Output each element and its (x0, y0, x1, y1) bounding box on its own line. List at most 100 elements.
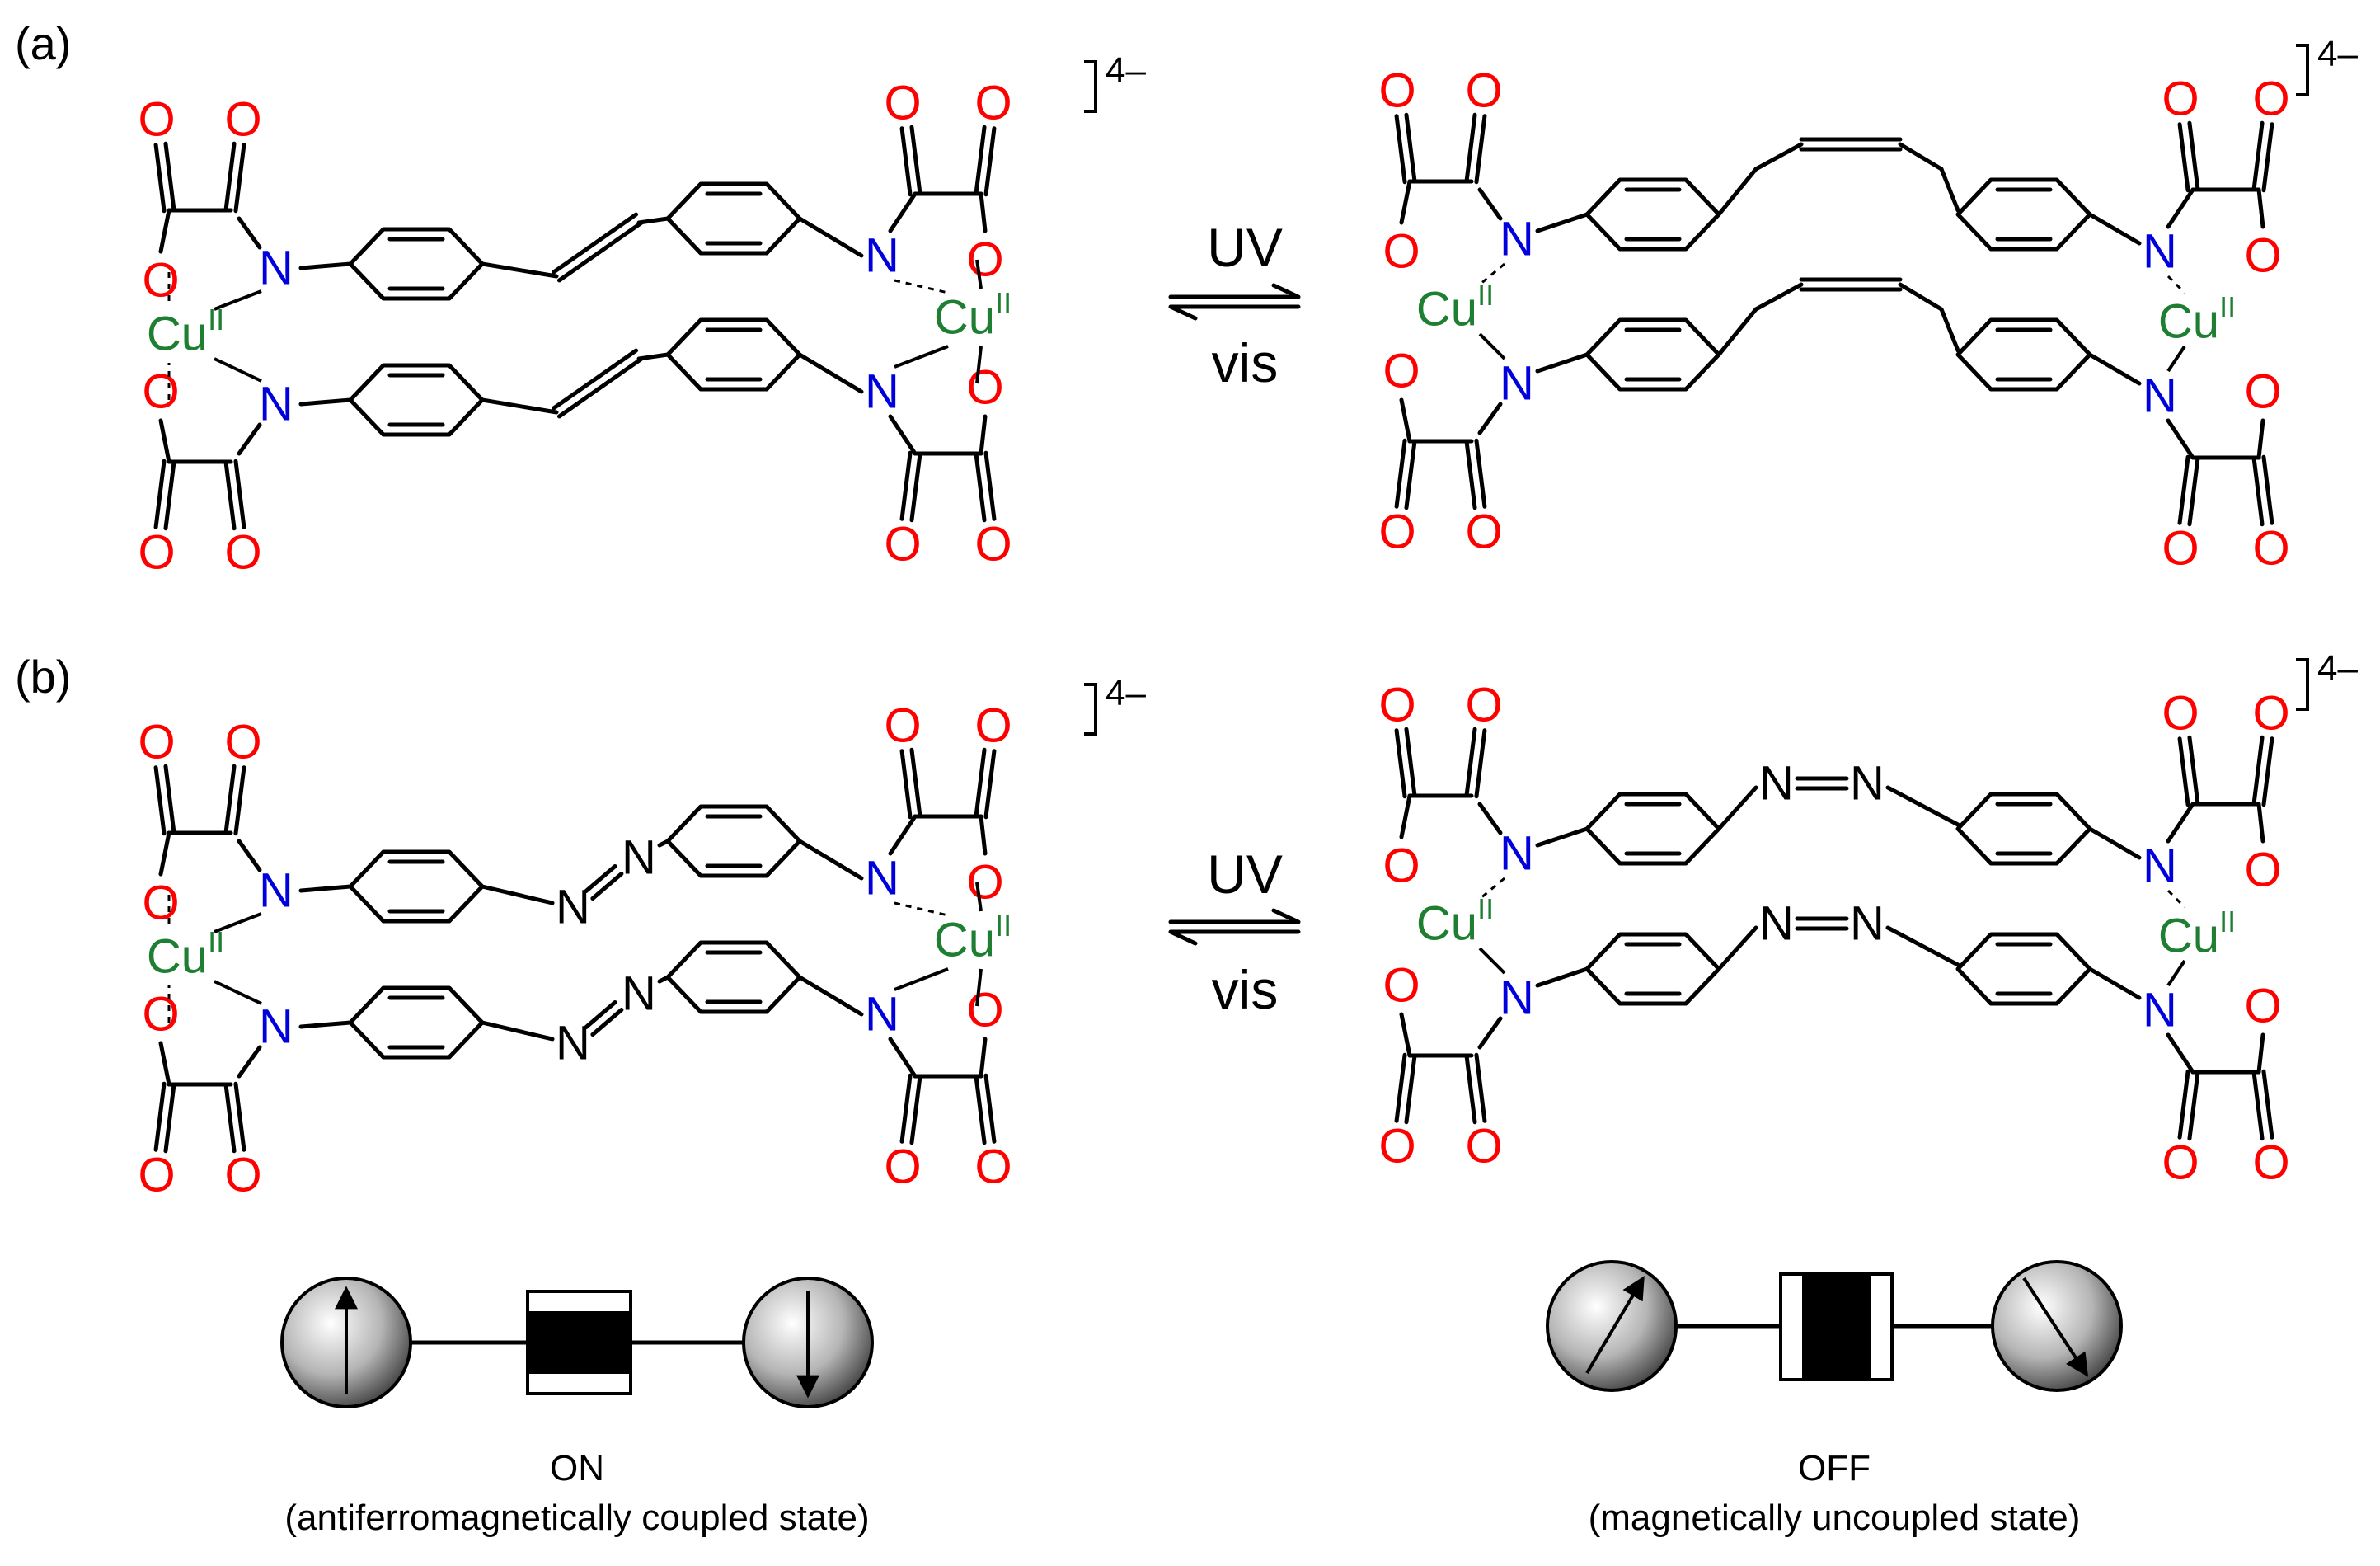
bond-line (894, 279, 949, 294)
bond-line (1464, 440, 1477, 510)
bond-line (2166, 418, 2195, 460)
oxygen-atom: O (138, 526, 175, 580)
oxygen-atom: O (2244, 980, 2281, 1033)
bond-line (480, 397, 559, 415)
bond-line (590, 872, 624, 901)
off-state-subtitle: (magnetically uncoupled state) (1589, 1498, 2081, 1538)
bond-line (556, 220, 644, 283)
bond-line (2187, 1070, 2200, 1141)
bond-line (975, 968, 983, 1007)
bond-line (2166, 889, 2186, 909)
copper-atom: CuII (2158, 905, 2236, 963)
oxygen-atom: O (2244, 844, 2281, 897)
bond-line (223, 460, 237, 531)
bond-line (2187, 120, 2200, 191)
bond-line (975, 259, 983, 289)
oxygen-atom: O (1378, 1120, 1415, 1173)
oxygen-atom: O (1378, 64, 1415, 118)
oxygen-atom: O (138, 716, 175, 769)
bond-line (2166, 275, 2186, 294)
bond-line (1477, 802, 1503, 835)
bond-line (590, 1008, 624, 1037)
bond-line (894, 345, 949, 369)
bond-line (979, 814, 988, 856)
nitrogen-atom: N (2143, 369, 2177, 423)
copper-atom: CuII (1416, 892, 1494, 951)
bond-line (983, 749, 997, 820)
nitrogen-atom: N (865, 365, 899, 419)
oxygen-atom: O (2244, 229, 2281, 283)
bond-line (894, 901, 949, 917)
charge-bracket (1084, 60, 1097, 113)
bond-line (888, 814, 918, 856)
bond-line (1753, 282, 1804, 312)
bond-line (1479, 262, 1505, 286)
bond-line (2166, 959, 2186, 987)
bond-line (2251, 120, 2265, 191)
oxygen-atom: O (1382, 959, 1420, 1013)
bond-line (1535, 826, 1589, 848)
bond-line (1716, 785, 1758, 831)
bond-line (1885, 925, 1960, 967)
bond-line (1474, 728, 1487, 799)
charge-bracket (1084, 683, 1097, 736)
nitrogen-atom: N (1500, 357, 1534, 411)
bond-line (1474, 1052, 1487, 1123)
bond-line (1399, 397, 1412, 444)
oxygen-atom: O (224, 526, 261, 580)
uv-label-a: UV (1207, 217, 1283, 278)
bond-line (480, 261, 559, 279)
bond-line (1753, 142, 1804, 172)
bond-line (2166, 802, 2195, 844)
bond-line (797, 839, 864, 881)
oxygen-atom: O (974, 518, 1012, 571)
bond-line (2187, 456, 2200, 527)
bond-line (1404, 440, 1417, 510)
bond-line (1885, 785, 1960, 827)
azo-nitrogen-atom: N (556, 1017, 590, 1070)
bond-line (223, 141, 237, 212)
bond-line (298, 1020, 353, 1029)
uv-label-b: UV (1207, 844, 1283, 905)
bond-line (1399, 793, 1412, 839)
oxygen-atom: O (224, 1149, 261, 1202)
bond-line (894, 967, 949, 991)
bond-line (909, 125, 922, 195)
oxygen-atom: O (974, 77, 1012, 130)
bond-line (636, 216, 670, 225)
oxygen-atom: O (966, 856, 1003, 910)
bond-line (2177, 736, 2190, 807)
nitrogen-atom: N (259, 864, 293, 918)
bond-line (899, 1073, 913, 1144)
nitrogen-atom: N (865, 229, 899, 283)
bond-line (163, 460, 176, 531)
bond-line (1399, 179, 1412, 225)
oxygen-atom: O (884, 1140, 921, 1194)
oxygen-atom: O (1465, 506, 1502, 559)
nitrogen-atom: N (2143, 225, 2177, 279)
oxygen-atom: O (1378, 506, 1415, 559)
oxygen-atom: O (966, 984, 1003, 1037)
nitrogen-atom: N (1500, 213, 1534, 266)
oxygen-atom: O (966, 361, 1003, 415)
bond-line (237, 216, 262, 250)
nitrogen-atom: N (865, 852, 899, 905)
bond-line (888, 414, 918, 456)
bond-line (797, 352, 864, 394)
bond-line (584, 999, 617, 1029)
bond-line (233, 1081, 246, 1152)
oxygen-atom: O (224, 93, 261, 147)
equilibrium-arrows-b: UV vis (1168, 844, 1301, 1020)
oxygen-atom: O (966, 233, 1003, 287)
bond-line (1477, 1016, 1503, 1050)
bond-line (1939, 307, 1960, 353)
bond-line (909, 1075, 922, 1145)
charge-bracket (2296, 658, 2309, 711)
oxygen-atom: O (138, 93, 175, 147)
oxygen-atom: O (1378, 679, 1415, 732)
